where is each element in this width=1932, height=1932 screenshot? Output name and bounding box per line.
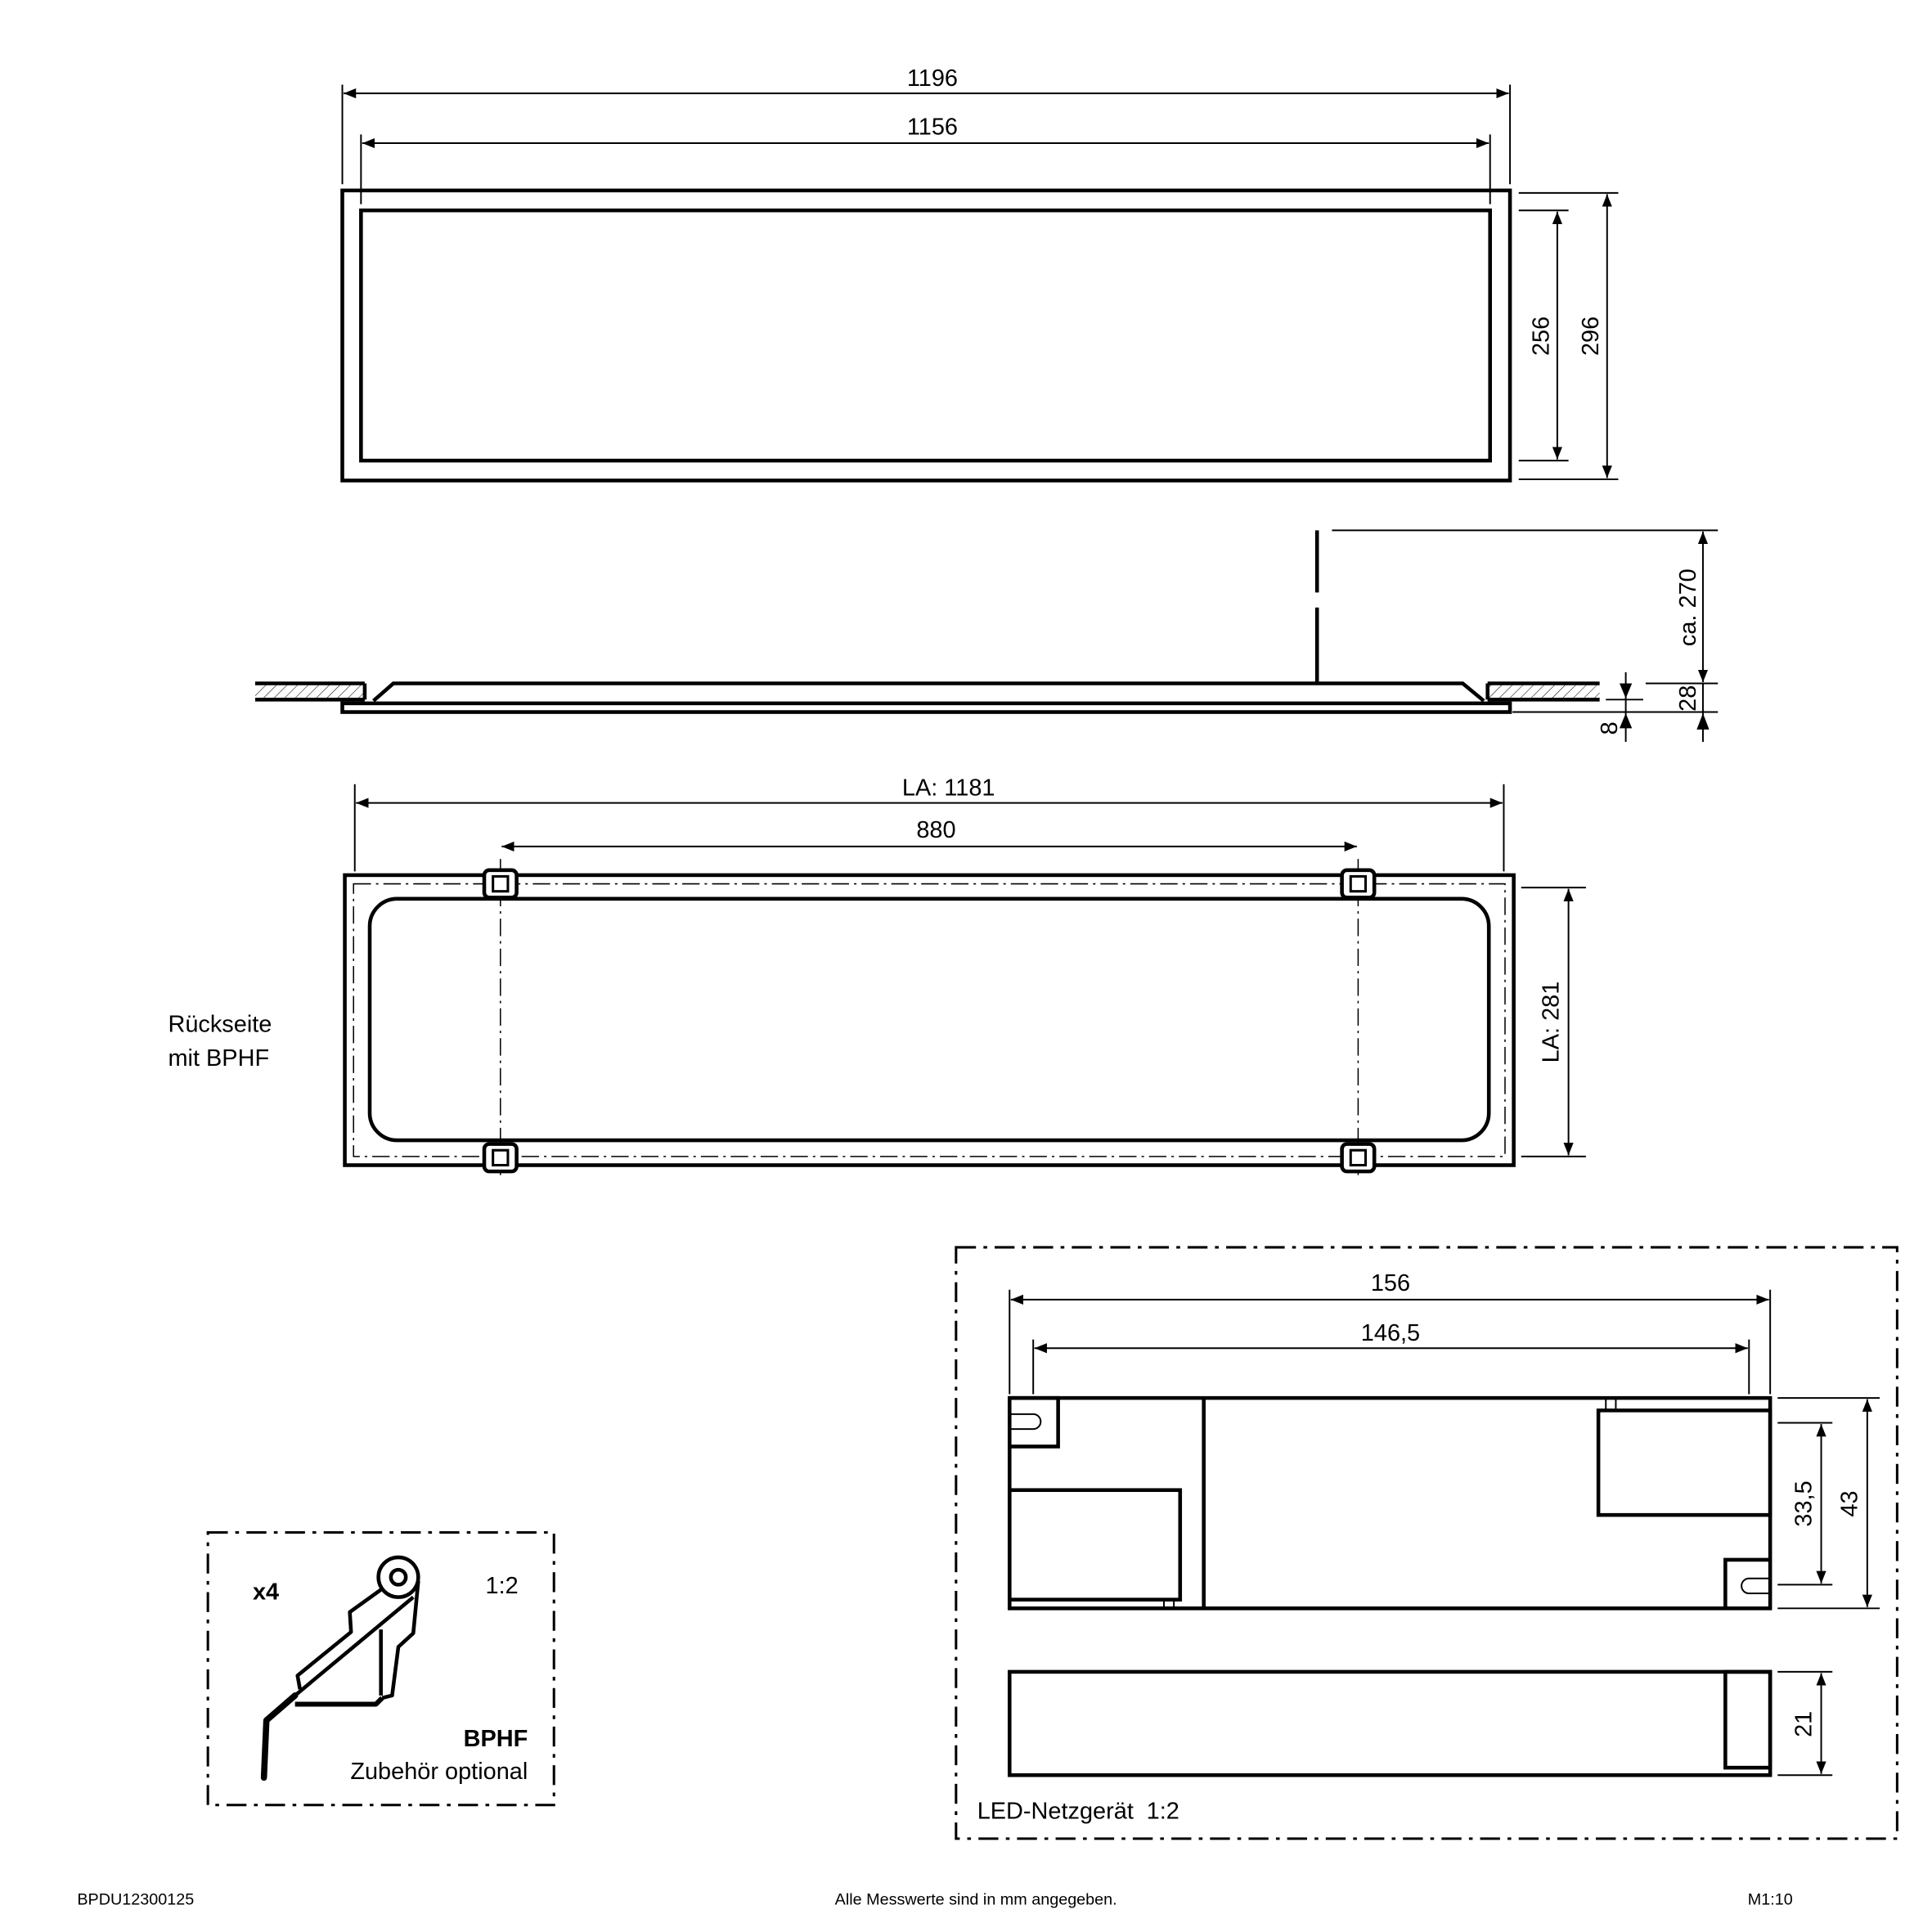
article-number: BPDU12300125: [77, 1891, 194, 1909]
clip-icon: [1340, 868, 1377, 900]
driver-box: LED-Netzgerät 1:2 156 146,5 33,5 43: [955, 1246, 1898, 1840]
ceiling-right: [1487, 683, 1600, 700]
clip-icon: [1340, 1142, 1377, 1174]
units-note: Alle Messwerte sind in mm angegeben.: [835, 1891, 1117, 1909]
accessory-name: BPHF: [464, 1726, 528, 1752]
dim-depth: 28: [1675, 685, 1701, 712]
cutout-outline: [353, 883, 1506, 1157]
side-view: ca. 270 28 8: [254, 529, 1719, 743]
dim-inner-width: 1156: [907, 114, 958, 140]
dim-cutout-width: LA: 1181: [902, 775, 995, 801]
dim-inner-height: 256: [1528, 317, 1554, 356]
panel-light-area: [359, 208, 1493, 463]
panel-frame-side: [340, 701, 1512, 714]
driver-label: LED-Netzgerät: [977, 1799, 1134, 1825]
panel-back-frame: [343, 873, 1516, 1167]
dim-outer-height: 296: [1578, 317, 1604, 356]
dim-cutout-height: LA: 281: [1538, 982, 1564, 1063]
dim-clip-spacing: 880: [916, 817, 955, 843]
accessory-scale: 1:2: [486, 1573, 519, 1599]
dim-driver-length: 156: [1371, 1270, 1410, 1296]
back-view-label-line1: Rückseite: [168, 1012, 272, 1038]
driver-side-view: [1007, 1669, 1772, 1777]
back-view-label-line2: mit BPHF: [168, 1045, 269, 1072]
top-view: 1196 1156 256 296: [340, 65, 1619, 483]
panel-outer-frame: [340, 188, 1512, 483]
dim-driver-width: 43: [1837, 1490, 1863, 1516]
panel-back-tray: [367, 896, 1491, 1143]
driver-top-view: [1007, 1395, 1772, 1611]
accessory-box: x4 1:2 BPHF Zubehör optional: [206, 1530, 555, 1807]
clip-icon: [482, 1142, 519, 1174]
dim-outer-width: 1196: [907, 65, 958, 92]
ceiling-left: [254, 683, 365, 700]
back-view: Rückseite mit BPHF LA: 1181 880 LA: 281: [168, 775, 1586, 1178]
clip-icon: [482, 868, 519, 900]
dim-mount-height: 33,5: [1790, 1480, 1817, 1526]
panel-body-side: [372, 681, 1485, 703]
bphf-bracket-icon: [260, 1555, 420, 1781]
footer: BPDU12300125 Alle Messwerte sind in mm a…: [77, 1891, 1792, 1909]
drawing-scale: M1:10: [1748, 1891, 1793, 1909]
driver-scale: 1:2: [1147, 1799, 1179, 1825]
mounting-clips: [482, 868, 1377, 1174]
dim-mount-spacing: 146,5: [1361, 1320, 1420, 1346]
accessory-quantity: x4: [253, 1579, 279, 1606]
dim-height: ca. 270: [1675, 568, 1701, 646]
dim-flange: 8: [1597, 721, 1623, 735]
accessory-note: Zubehör optional: [350, 1759, 528, 1785]
dim-driver-height: 21: [1790, 1711, 1817, 1737]
